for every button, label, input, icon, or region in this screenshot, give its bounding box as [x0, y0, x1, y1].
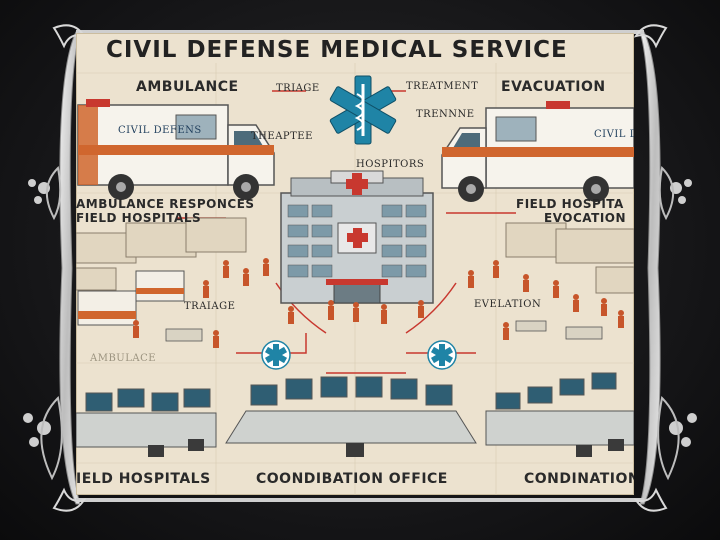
small-ambulances: [77, 270, 185, 326]
ambulance-left: [77, 99, 275, 200]
star-of-life-icon: [329, 75, 397, 145]
label-therapist: THEAPTEE: [251, 131, 313, 142]
label-field-hospitals-left: FIELD HOSPITALS: [76, 211, 202, 225]
label-ambulance: AMBULANCE: [136, 79, 239, 95]
civil-defense-poster: CIVIL DEFENSE MEDICAL SERVICE AMBULANCE …: [76, 33, 634, 495]
ambulance-right: [441, 101, 634, 202]
ambulance-left-text: CIVIL DEFENS: [118, 125, 202, 136]
label-field-hospitals-bottom: IELD HOSPITALS: [76, 471, 211, 487]
ambulance-right-text: CIVIL DEFEN: [594, 129, 634, 140]
label-field-hospital-right: FIELD HOSPITA: [516, 197, 624, 211]
field-tents-right: [505, 222, 634, 294]
poster-title: CIVIL DEFENSE MEDICAL SERVICE: [106, 37, 568, 63]
poster-illustration: [76, 63, 634, 495]
label-ambulance-responces: AMBULANCE RESPONCES: [76, 197, 255, 211]
label-ambulace-faded: AMBULACE: [90, 353, 157, 364]
coordination-desks: [76, 372, 634, 448]
label-treatment-small: TRENNNE: [416, 109, 475, 120]
field-tents-left: [76, 217, 247, 291]
label-evelation: EVELATION: [474, 299, 542, 310]
label-coordination-office: COONDIBATION OFFICE: [256, 471, 448, 487]
label-triage-lower: TRAIAGE: [184, 301, 236, 312]
red-cross-icon: [346, 173, 368, 248]
label-hospitals: HOSPITORS: [356, 159, 425, 170]
label-evocation: EVOCATION: [544, 211, 627, 225]
label-triage: TRIAGE: [276, 83, 320, 94]
rescue-workers: [133, 258, 624, 348]
label-coordination-right: CONDINATION: [524, 471, 634, 487]
label-evacuation: EVACUATION: [501, 79, 606, 95]
ornate-slide-frame: [23, 24, 697, 512]
label-treatment: TREATMENT: [406, 81, 479, 92]
